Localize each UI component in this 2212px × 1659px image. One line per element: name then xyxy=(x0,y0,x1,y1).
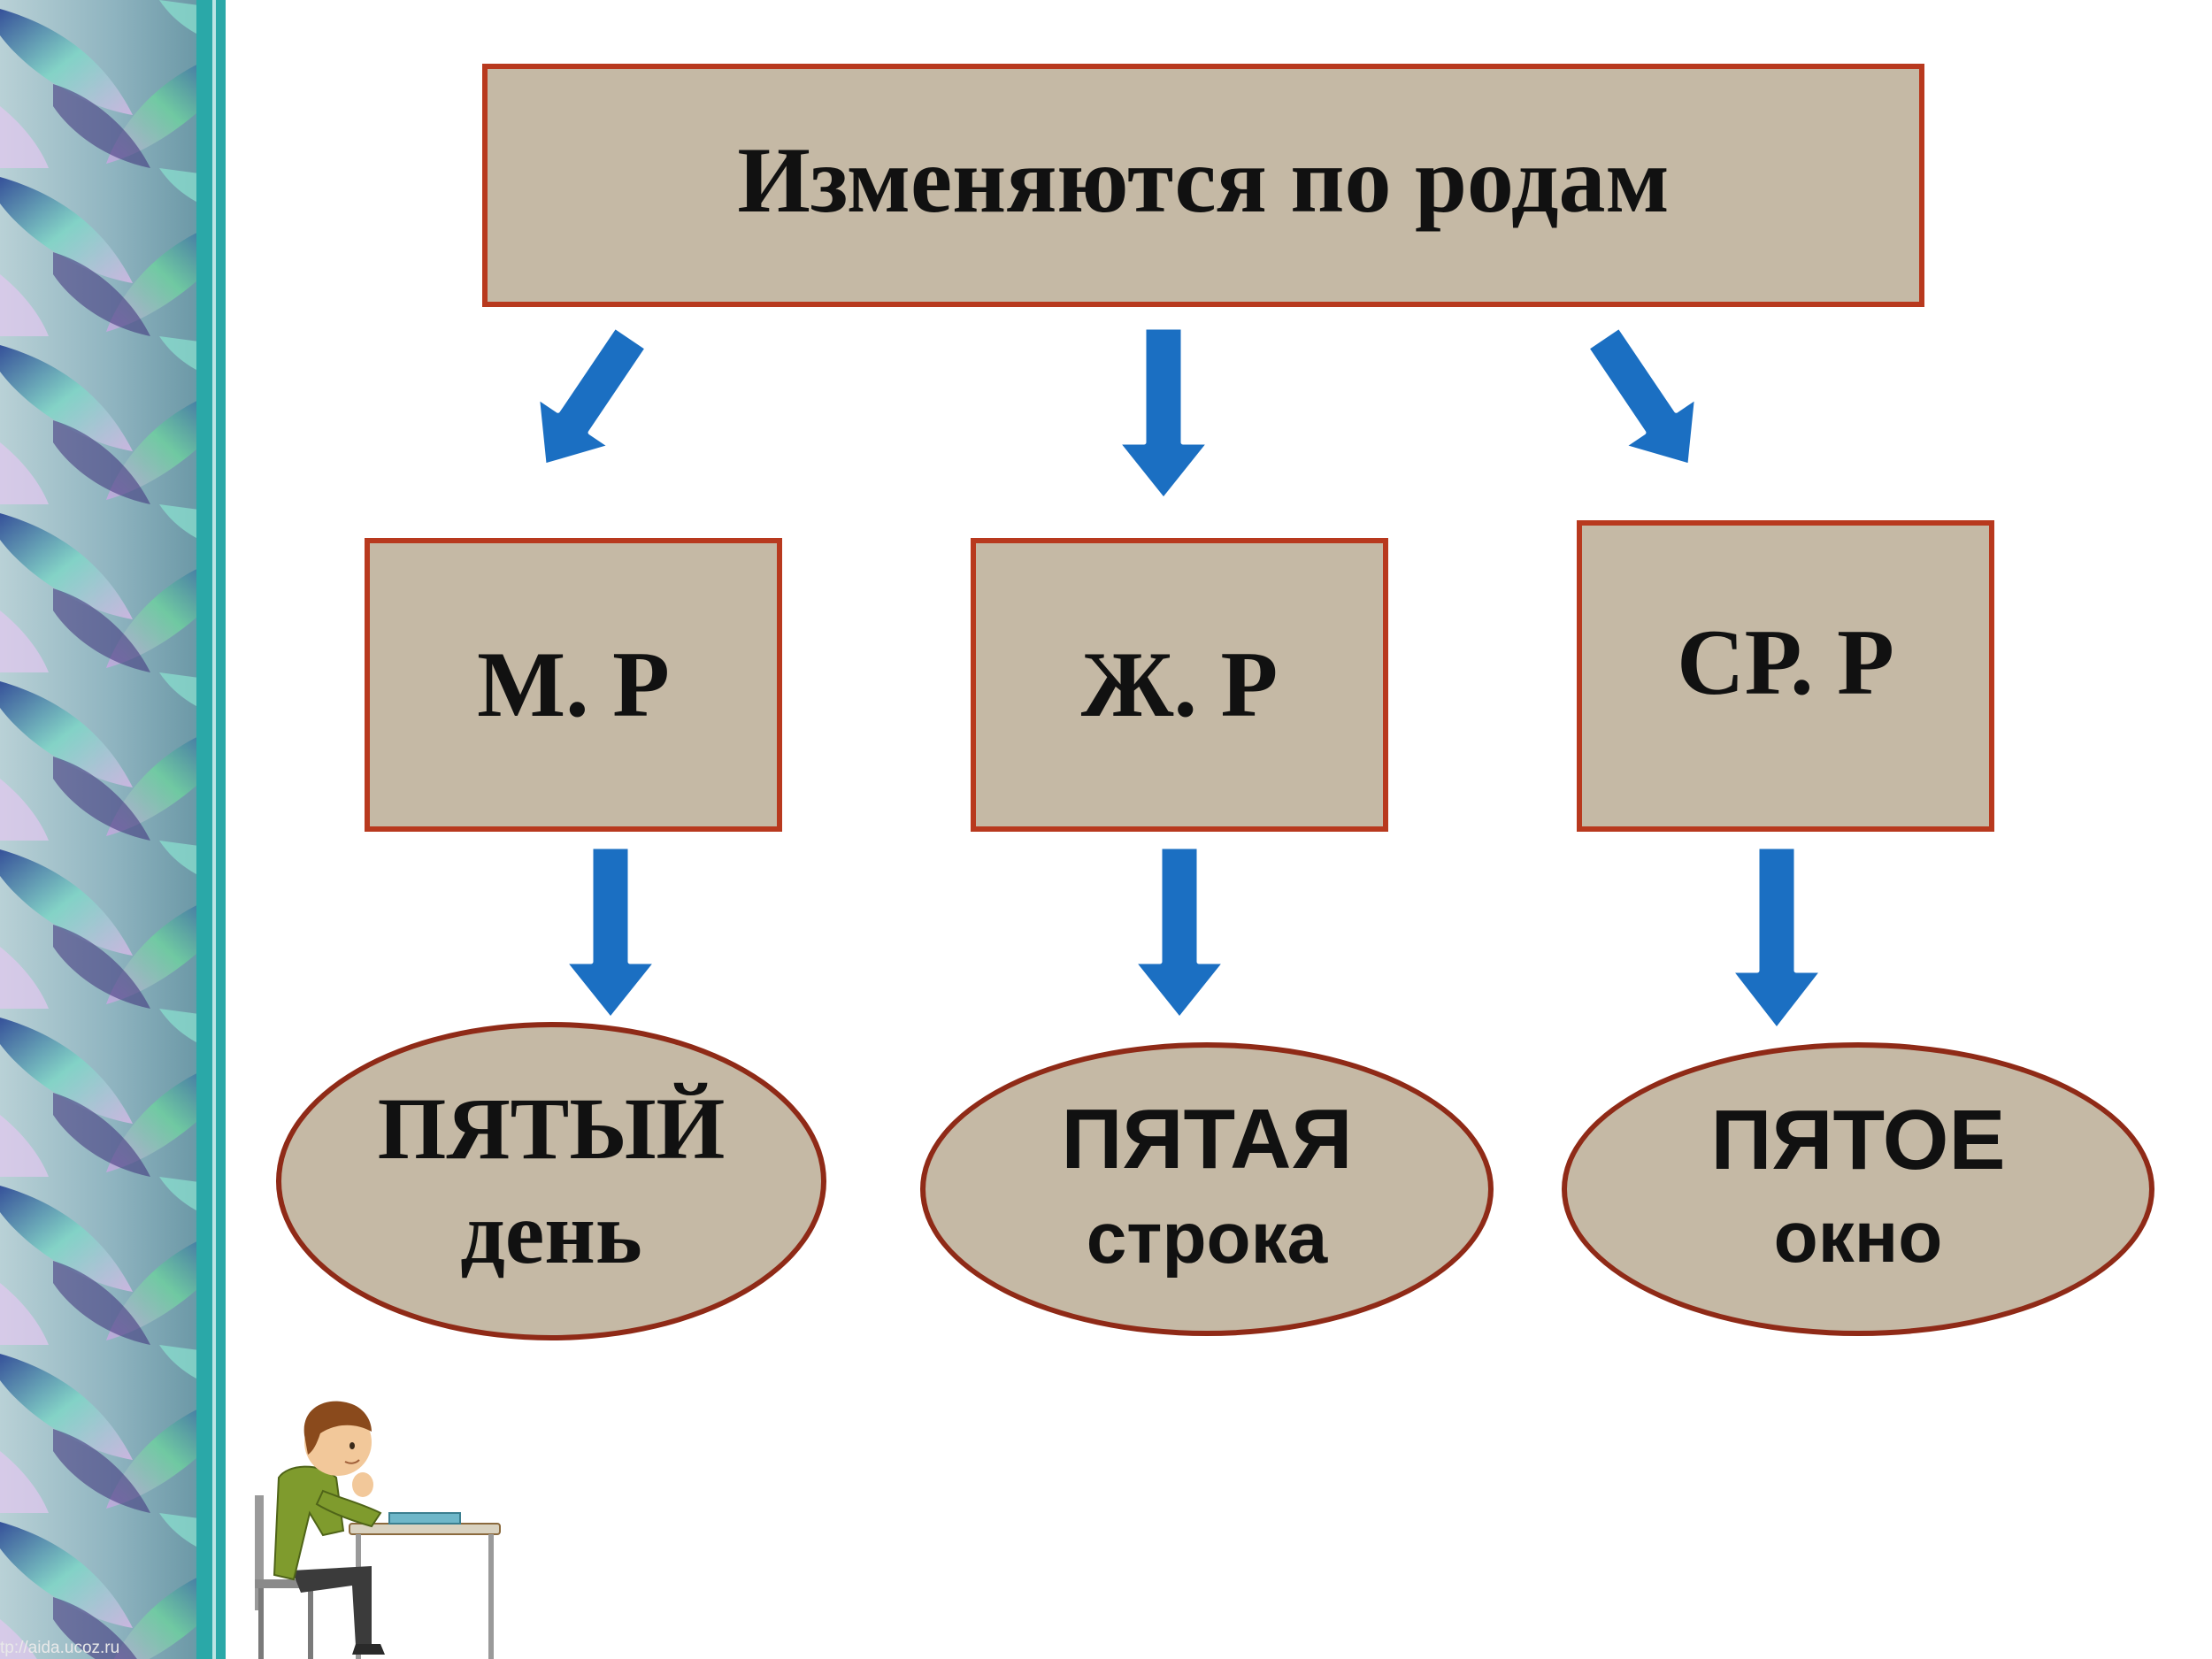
gender-box-neuter: СР. Р xyxy=(1577,520,1994,832)
thinking-child-illustration xyxy=(255,1401,501,1659)
gender-label: СР. Р xyxy=(1677,611,1894,714)
gender-label: М. Р xyxy=(477,633,670,736)
down-arrow-icon xyxy=(534,324,649,468)
example-oval-feminine: ПЯТАЯ строка xyxy=(920,1042,1494,1336)
down-arrow-icon xyxy=(1131,844,1228,1022)
example-adjective: ПЯТЫЙ xyxy=(377,1079,726,1178)
gender-box-masculine: М. Р xyxy=(365,538,782,832)
title-box: Изменяются по родам xyxy=(482,64,1924,307)
watermark-url: tp://aida.ucoz.ru xyxy=(0,1639,120,1657)
down-arrow-icon xyxy=(1728,844,1825,1033)
decorative-border-strip xyxy=(0,0,226,1659)
example-adjective: ПЯТОЕ xyxy=(1710,1093,2006,1187)
down-arrow-icon xyxy=(1115,325,1212,503)
diagram-title: Изменяются по родам xyxy=(737,127,1670,232)
gender-box-feminine: Ж. Р xyxy=(971,538,1388,832)
example-noun: окно xyxy=(1773,1197,1943,1278)
example-oval-neuter: ПЯТОЕ окно xyxy=(1562,1042,2154,1336)
down-arrow-icon xyxy=(562,844,659,1022)
example-oval-masculine: ПЯТЫЙ день xyxy=(276,1022,826,1340)
gender-label: Ж. Р xyxy=(1080,633,1279,736)
example-noun: день xyxy=(460,1184,642,1282)
example-adjective: ПЯТАЯ xyxy=(1061,1092,1353,1187)
down-arrow-icon xyxy=(1585,324,1700,468)
example-noun: строка xyxy=(1086,1198,1328,1279)
